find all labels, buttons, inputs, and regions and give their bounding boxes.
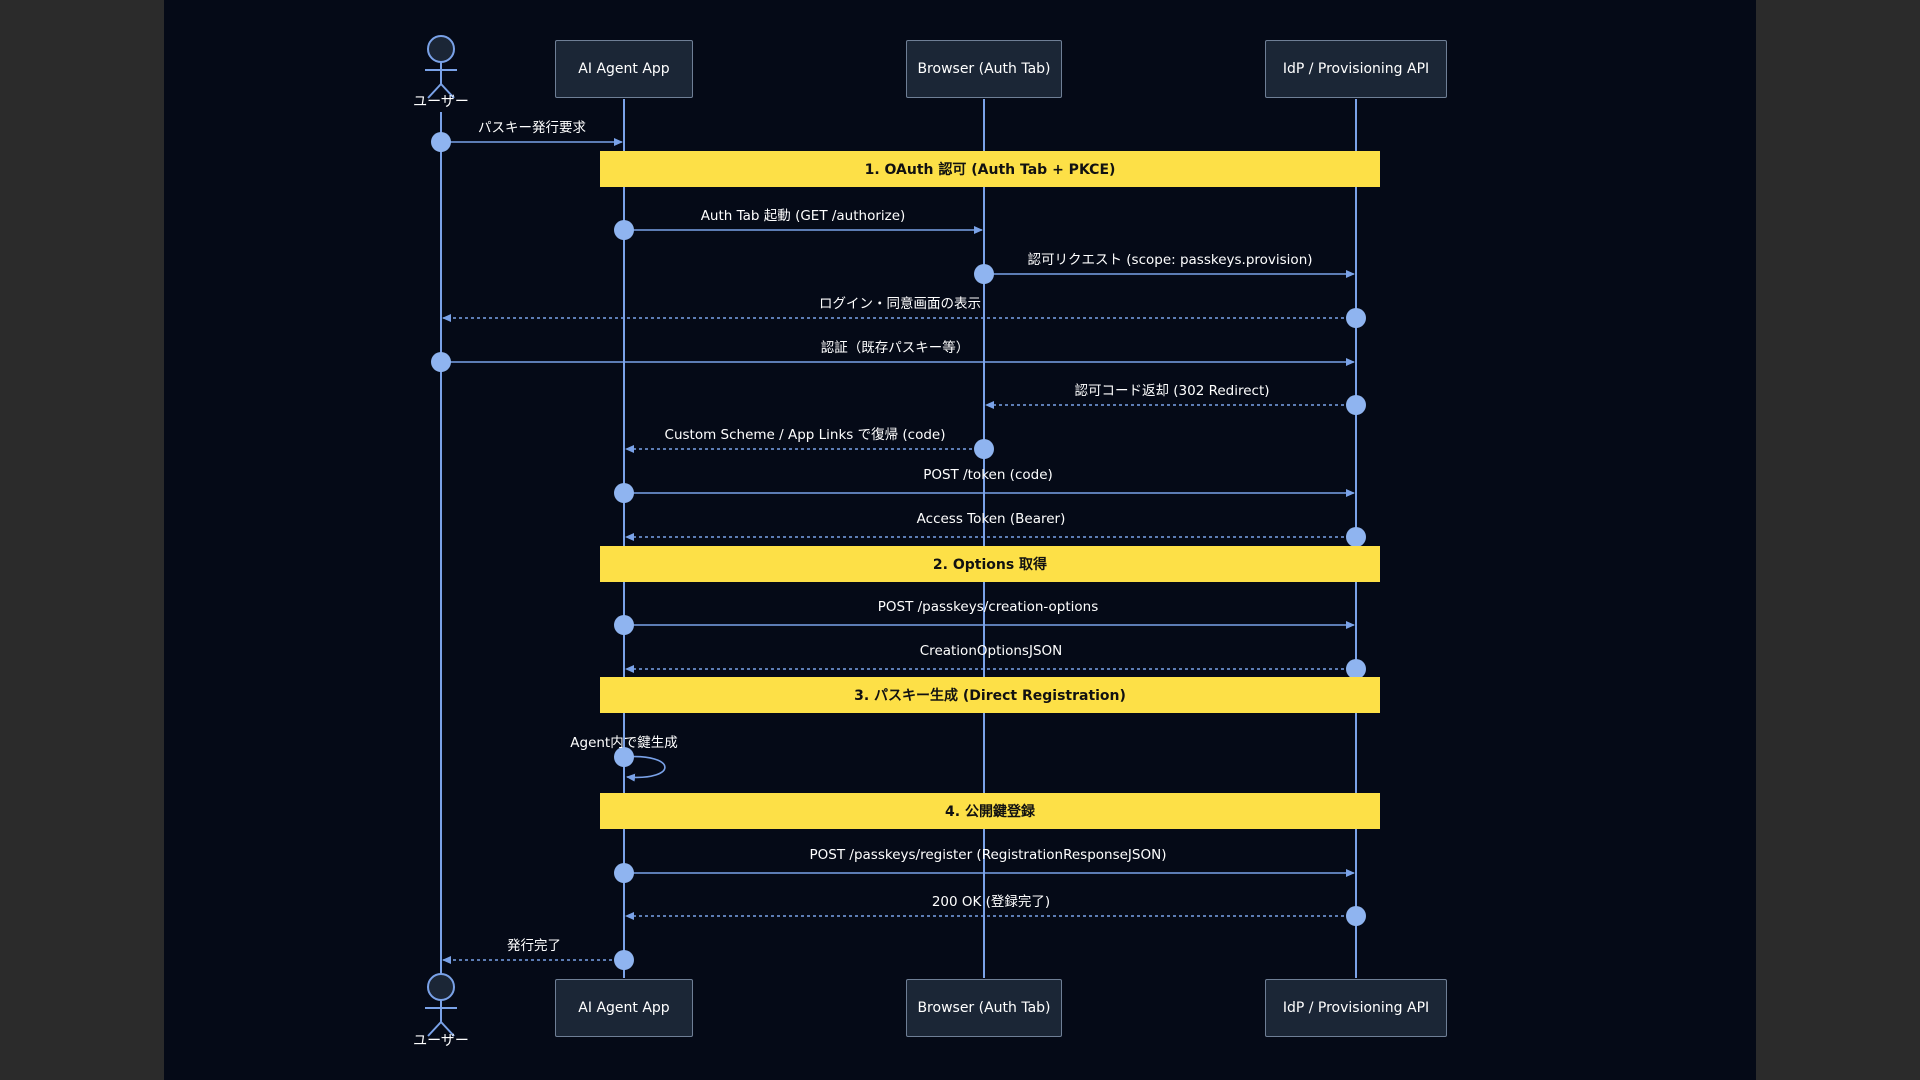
dot [614, 615, 634, 635]
message-label: Access Token (Bearer) [916, 511, 1066, 527]
participant-agent-bottom: AI Agent App [555, 979, 693, 1037]
participant-browser-bottom: Browser (Auth Tab) [906, 979, 1062, 1037]
message-label: 200 OK (登録完了) [931, 894, 1051, 910]
message-label: 認可リクエスト (scope: passkeys.provision) [1027, 252, 1313, 268]
dot [1346, 659, 1366, 679]
message-label: Agent内で鍵生成 [570, 735, 678, 751]
dot [974, 264, 994, 284]
participant-idp-top: IdP / Provisioning API [1265, 40, 1447, 98]
dot [431, 352, 451, 372]
message-label: Auth Tab 起動 (GET /authorize) [700, 208, 906, 224]
user-actor-icon [425, 35, 457, 99]
dot [1346, 395, 1366, 415]
user-actor-icon-bottom [425, 973, 457, 1037]
dot [614, 863, 634, 883]
dot [1346, 308, 1366, 328]
message-label: CreationOptionsJSON [919, 643, 1063, 659]
participant-browser-top: Browser (Auth Tab) [906, 40, 1062, 98]
participant-idp-bottom: IdP / Provisioning API [1265, 979, 1447, 1037]
dot [431, 132, 451, 152]
dot [614, 950, 634, 970]
message-label: POST /passkeys/register (RegistrationRes… [809, 847, 1167, 863]
message-label: 認証（既存パスキー等） [820, 340, 970, 356]
dot [974, 439, 994, 459]
message-label: POST /token (code) [923, 467, 1053, 483]
dot [1346, 527, 1366, 547]
message-label: パスキー発行要求 [478, 120, 586, 136]
message-label: Custom Scheme / App Links で復帰 (code) [664, 427, 946, 443]
dot [614, 220, 634, 240]
dot [614, 483, 634, 503]
section-passkey-gen: 3. パスキー生成 (Direct Registration) [600, 677, 1380, 713]
arrow-m12-self [623, 755, 666, 782]
section-register: 4. 公開鍵登録 [600, 793, 1380, 829]
section-options: 2. Options 取得 [600, 546, 1380, 582]
dot [614, 747, 634, 767]
participant-user-top: ユーザー [413, 94, 469, 110]
message-label: POST /passkeys/creation-options [877, 599, 1099, 615]
section-oauth: 1. OAuth 認可 (Auth Tab + PKCE) [600, 151, 1380, 187]
participant-agent-top: AI Agent App [555, 40, 693, 98]
message-label: 発行完了 [507, 938, 561, 954]
message-label: 認可コード返却 (302 Redirect) [1074, 383, 1270, 399]
dot [1346, 906, 1366, 926]
participant-user-bottom: ユーザー [413, 1033, 469, 1049]
message-label: ログイン・同意画面の表示 [819, 296, 981, 312]
